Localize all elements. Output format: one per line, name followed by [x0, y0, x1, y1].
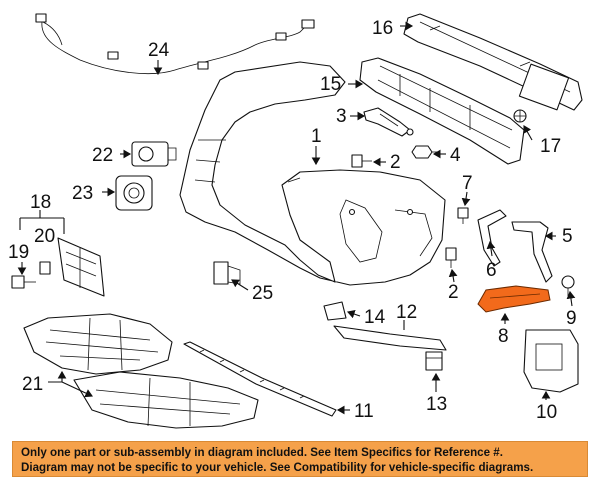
callout-15: 15	[320, 74, 341, 95]
molding-6-part	[477, 209, 507, 267]
callout-18: 18	[30, 192, 51, 213]
callout-2-lower: 2	[448, 282, 459, 303]
callout-24: 24	[148, 40, 170, 61]
under-cover-upper-part	[23, 313, 173, 375]
callout-7: 7	[462, 173, 473, 194]
bumper-reinforcement-part	[403, 13, 583, 111]
bracket-3-part	[363, 107, 414, 137]
bracket-20-part	[39, 237, 105, 297]
nut-4-part	[411, 145, 440, 159]
screw-7-part	[457, 207, 469, 224]
callout-20: 20	[34, 226, 55, 247]
holder-23-part	[115, 175, 153, 211]
strip-11-part	[183, 341, 337, 417]
callout-6: 6	[486, 260, 497, 281]
callout-25: 25	[252, 283, 273, 304]
disclaimer-line-2: Diagram may not be specific to your vehi…	[21, 461, 534, 474]
bumper-cover-part	[179, 61, 446, 286]
connector-25-part	[213, 261, 241, 285]
disclaimer-banner: Only one part or sub-assembly in diagram…	[12, 441, 588, 477]
under-cover-lower-part	[73, 371, 259, 429]
screw-2-lower-part	[445, 247, 457, 268]
bracket-10-part	[523, 329, 579, 393]
strip-12-part	[333, 325, 447, 351]
callout-22: 22	[92, 145, 113, 166]
energy-absorber-part	[359, 57, 525, 165]
screw-2-upper-part	[351, 154, 372, 168]
clip-17-part	[513, 109, 527, 123]
clip-9-part	[561, 275, 575, 296]
callout-8: 8	[498, 326, 509, 347]
callout-1: 1	[311, 126, 322, 147]
callout-23: 23	[72, 183, 93, 204]
callout-4: 4	[450, 145, 461, 166]
callout-16: 16	[372, 18, 393, 39]
screw-19-part	[11, 275, 36, 289]
callout-12: 12	[396, 302, 417, 323]
callout-10: 10	[536, 402, 557, 423]
callout-9: 9	[566, 308, 577, 329]
molding-5-part	[511, 221, 553, 283]
sensor-22-part	[131, 141, 177, 167]
callout-3: 3	[336, 106, 347, 127]
callout-14: 14	[364, 307, 386, 328]
clip-13-part	[425, 351, 443, 371]
highlighted-part-8	[477, 285, 551, 313]
callout-17: 17	[540, 136, 561, 157]
bracket-14-part	[323, 301, 347, 321]
callout-13: 13	[426, 394, 447, 415]
wiring-harness-part	[35, 13, 315, 75]
callout-5: 5	[562, 226, 573, 247]
callout-2-upper: 2	[390, 152, 401, 173]
callout-11: 11	[354, 401, 374, 422]
callout-labels: 16 24 15 3 1 2 4 17 22 23 7 18 5 20 19 6…	[8, 18, 577, 423]
callout-19: 19	[8, 242, 29, 263]
leader-lines	[17, 21, 576, 415]
callout-21: 21	[22, 374, 43, 395]
disclaimer-line-1: Only one part or sub-assembly in diagram…	[21, 446, 503, 459]
